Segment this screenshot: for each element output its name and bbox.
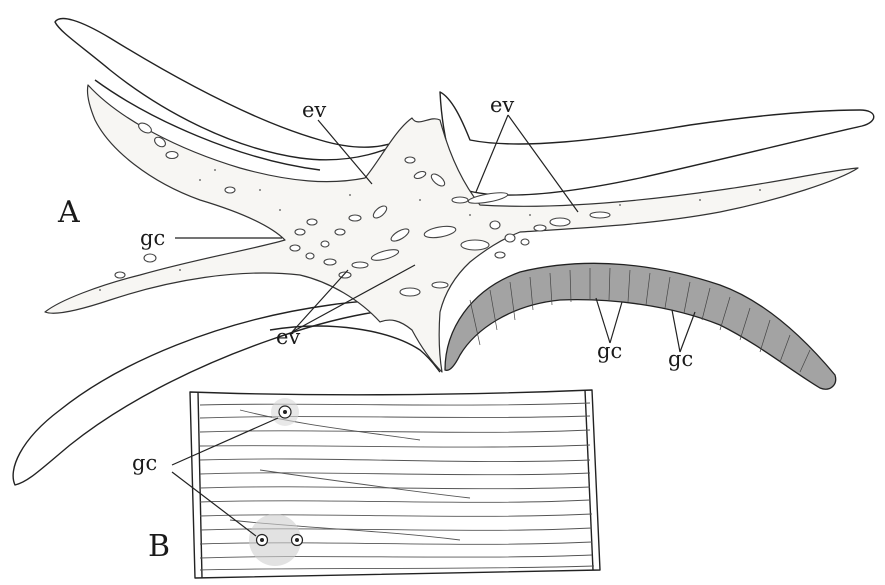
ev-label-bottom: ev	[276, 325, 300, 349]
vessel	[468, 191, 509, 206]
vessel	[290, 245, 300, 251]
gc-label-band-2: gc	[668, 347, 693, 371]
vessel	[405, 157, 415, 163]
gc-label-b: gc	[132, 451, 157, 475]
vessel	[432, 282, 448, 288]
vessel	[306, 253, 314, 259]
ev-label-top-right: ev	[490, 93, 514, 117]
gc-nucleus-lower	[249, 514, 303, 566]
vessel	[550, 218, 570, 226]
gc-nucleus-upper	[271, 398, 299, 426]
vessel	[335, 229, 345, 235]
vessel	[461, 240, 489, 250]
panel-b: gc B	[132, 390, 600, 578]
vessel	[534, 225, 546, 231]
vessel	[166, 152, 178, 159]
vessel	[295, 229, 305, 235]
vessel	[352, 262, 368, 268]
panel-a-label: A	[57, 195, 80, 230]
section-left-border	[198, 392, 202, 578]
panel-a: A ev ev gc ev gc gc	[13, 19, 874, 485]
vessel	[452, 197, 468, 203]
vessel	[324, 259, 336, 265]
vessel	[590, 212, 610, 218]
vessel	[225, 187, 235, 193]
vessel	[505, 234, 515, 242]
vessel	[521, 239, 529, 245]
vessel	[490, 221, 500, 229]
vessel	[115, 272, 125, 278]
vessel	[321, 241, 329, 247]
vessel	[307, 219, 317, 225]
panel-b-label: B	[148, 529, 170, 564]
ev-label-top-left: ev	[302, 98, 326, 122]
vessel	[349, 215, 361, 221]
gc-dense-band	[445, 263, 836, 389]
section-right-border	[585, 390, 593, 570]
vessel	[400, 288, 420, 296]
vessel	[495, 252, 505, 258]
vessel	[144, 254, 156, 262]
gc-label-band-1: gc	[597, 339, 622, 363]
gc-label-left: gc	[140, 226, 165, 250]
